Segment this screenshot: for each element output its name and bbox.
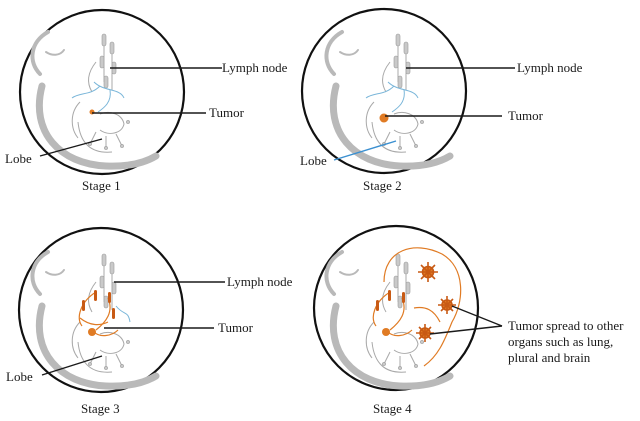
- tumor-dot: [88, 328, 96, 336]
- stage-4-circle: [312, 224, 480, 392]
- lobe-label: Lobe: [6, 369, 33, 384]
- tumor-label: Tumor: [218, 320, 254, 335]
- lymph-node-label: Lymph node: [517, 60, 583, 75]
- metastasis-pleura: [416, 324, 434, 342]
- tumor-dot: [382, 328, 390, 336]
- stage-2: Lymph node Tumor Lobe Stage 2: [300, 7, 583, 193]
- lymph-vessels-blue: [115, 305, 131, 323]
- metastasis-brain: [418, 262, 438, 282]
- spread-label-line-3: plural and brain: [508, 350, 591, 365]
- stage-3-circle: [17, 226, 185, 394]
- spread-label-line-2: organs such as lung,: [508, 334, 613, 349]
- metastasis-lung: [438, 296, 456, 314]
- lobe-leader: [41, 355, 103, 376]
- lobe-leader: [333, 140, 397, 161]
- stage-2-circle: [300, 7, 468, 175]
- tumor-dot: [89, 109, 95, 115]
- lobe-leader: [39, 138, 103, 157]
- metastasis-sites: [416, 262, 456, 342]
- stage-3-anatomy: [32, 252, 156, 386]
- stage-1: Lymph node Tumor Lobe Stage 1: [5, 8, 288, 193]
- stage-1-caption: Stage 1: [82, 178, 121, 193]
- stage-2-caption: Stage 2: [363, 178, 402, 193]
- lobe-label: Lobe: [300, 153, 327, 168]
- tumor-label: Tumor: [508, 108, 544, 123]
- lymph-node-label: Lymph node: [227, 274, 293, 289]
- lymph-nodes-orange: [82, 290, 115, 319]
- spread-label-line-1: Tumor spread to other: [508, 318, 624, 333]
- lymph-vessels-blue: [365, 81, 419, 113]
- tumor-label: Tumor: [209, 105, 245, 120]
- lymph-nodes-orange: [376, 290, 405, 311]
- lymph-node-label: Lymph node: [222, 60, 288, 75]
- tumor-dot: [379, 113, 389, 123]
- lymph-vessels-blue: [71, 81, 125, 113]
- stage-4-caption: Stage 4: [373, 401, 412, 416]
- stage-3: Lymph node Tumor Lobe Stage 3: [6, 226, 293, 416]
- stage-4: Tumor spread to other organs such as lun…: [312, 224, 624, 416]
- spread-leader-upper: [451, 305, 503, 327]
- stage-4-anatomy: [326, 247, 462, 386]
- spread-leader-lower: [429, 325, 503, 335]
- stage-1-circle: [18, 8, 186, 176]
- stage-1-anatomy: [32, 32, 156, 166]
- stage-3-caption: Stage 3: [81, 401, 120, 416]
- lobe-label: Lobe: [5, 151, 32, 166]
